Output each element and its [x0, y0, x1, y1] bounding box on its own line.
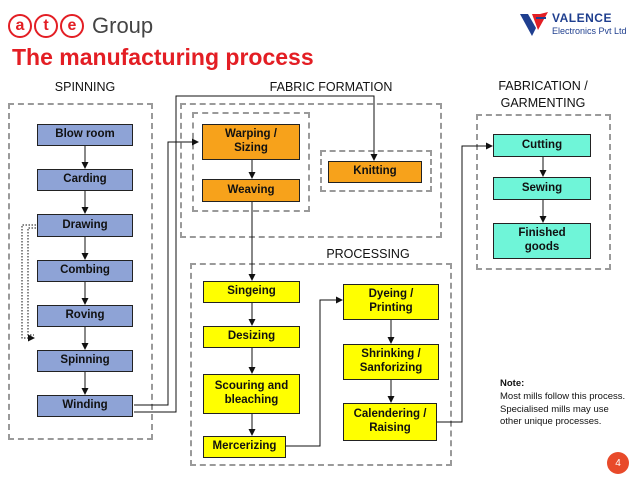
- node-cutting: Cutting: [493, 134, 591, 157]
- node-mercerizing: Mercerizing: [203, 436, 286, 458]
- node-carding: Carding: [37, 169, 133, 191]
- fabric-formation-frame: [180, 103, 442, 238]
- node-warping-sizing: Warping / Sizing: [202, 124, 300, 160]
- valence-mark-icon: [520, 12, 548, 36]
- node-drawing: Drawing: [37, 214, 133, 237]
- note-block: Note: Most mills follow this process. Sp…: [500, 378, 630, 429]
- node-blow-room: Blow room: [37, 124, 133, 146]
- note-heading: Note:: [500, 378, 525, 389]
- node-roving: Roving: [37, 305, 133, 327]
- node-winding: Winding: [37, 395, 133, 417]
- spinning-frame: [8, 103, 153, 440]
- valence-logo: VALENCE Electronics Pvt Ltd: [518, 8, 630, 40]
- section-label-fabric-formation: FABRIC FORMATION: [269, 80, 393, 94]
- valence-subtitle: Electronics Pvt Ltd: [552, 26, 627, 36]
- node-shrinking-sanforizing: Shrinking / Sanforizing: [343, 344, 439, 380]
- valence-name: VALENCE: [552, 11, 612, 25]
- node-weaving: Weaving: [202, 179, 300, 202]
- node-spinning: Spinning: [37, 350, 133, 372]
- logo-letter-t: t: [34, 14, 58, 38]
- section-label-processing: PROCESSING: [326, 247, 410, 261]
- fabrication-frame: [476, 114, 611, 270]
- node-desizing: Desizing: [203, 326, 300, 348]
- processing-frame: [190, 263, 452, 466]
- page-title: The manufacturing process: [12, 44, 314, 70]
- section-label-spinning: SPINNING: [54, 80, 116, 94]
- node-knitting: Knitting: [328, 161, 422, 183]
- node-singeing: Singeing: [203, 281, 300, 303]
- page-number: 4: [607, 452, 629, 474]
- logo-letter-e: e: [60, 14, 84, 38]
- knitting-subframe: [320, 150, 432, 192]
- node-combing: Combing: [37, 260, 133, 282]
- node-scouring-bleaching: Scouring and bleaching: [203, 374, 300, 414]
- ate-group-logo: a t e Group: [8, 10, 153, 42]
- section-label-fabrication: FABRICATION / GARMENTING: [498, 79, 588, 110]
- node-finished-goods: Finished goods: [493, 223, 591, 259]
- node-sewing: Sewing: [493, 177, 591, 200]
- node-calendering-raising: Calendering / Raising: [343, 403, 437, 441]
- node-dyeing-printing: Dyeing / Printing: [343, 284, 439, 320]
- logo-group-text: Group: [92, 13, 154, 38]
- note-body: Most mills follow this process. Speciali…: [500, 390, 626, 428]
- logo-letter-a: a: [8, 14, 32, 38]
- weaving-subframe: [192, 112, 310, 212]
